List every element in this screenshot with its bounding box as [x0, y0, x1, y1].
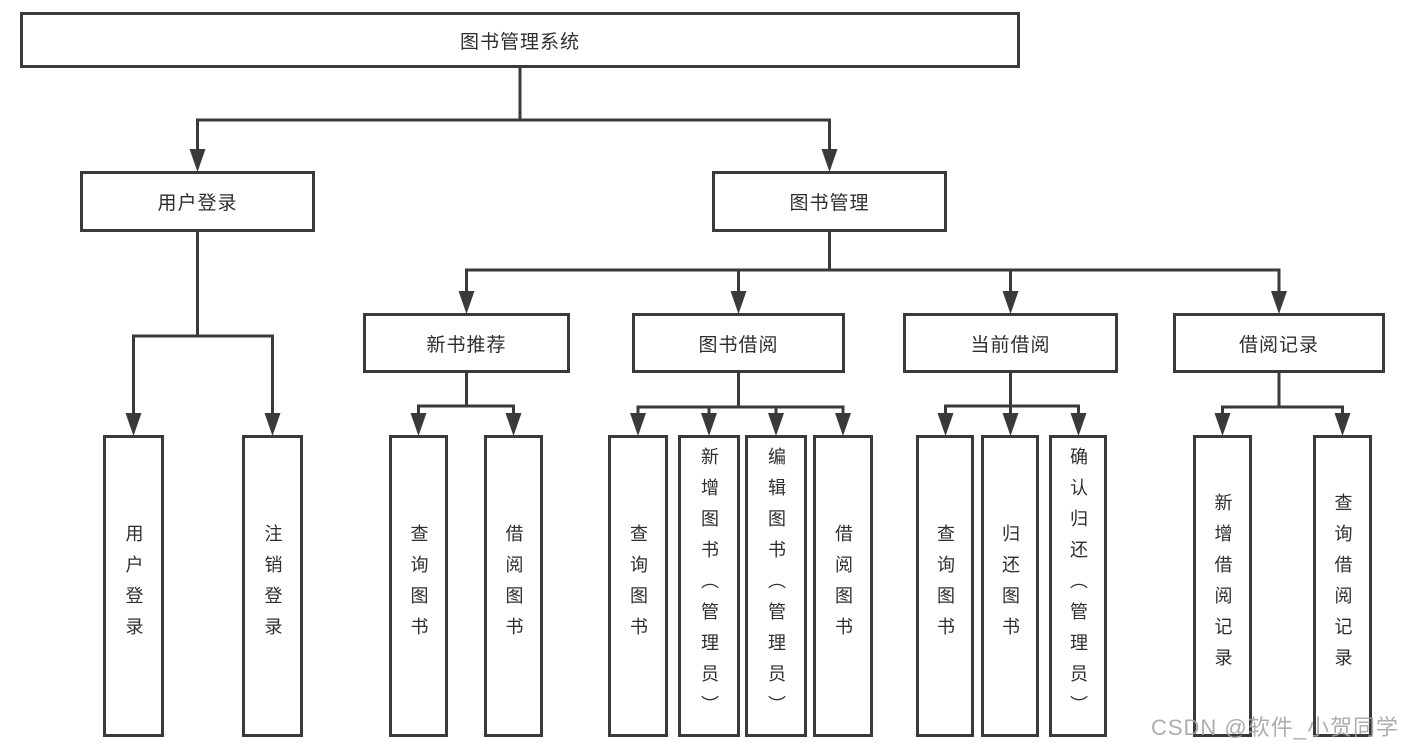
arrowhead: [730, 291, 747, 314]
arrowhead: [458, 291, 475, 314]
leaf-borrow-borrow-books: 借阅图书: [813, 435, 873, 737]
node-user-login: 用户登录: [80, 171, 315, 232]
leaf-borrow-query-books: 查询图书: [608, 435, 668, 737]
leaf-current-confirm-return-admin: 确认归还（管理员）: [1049, 435, 1107, 737]
arrowhead: [1002, 413, 1019, 436]
leaf-logout: 注销登录: [242, 435, 303, 737]
node-book-management: 图书管理: [712, 171, 947, 232]
csdn-watermark: CSDN @软件_小贺同学: [1150, 715, 1399, 740]
arrowhead: [835, 413, 851, 436]
node-root-system: 图书管理系统: [20, 12, 1020, 68]
leaf-records-add-record: 新增借阅记录: [1193, 435, 1252, 737]
connector-new-book-rec-children: [410, 371, 522, 436]
arrowhead: [189, 149, 206, 172]
node-book-borrowing: 图书借阅: [632, 313, 845, 373]
arrowhead: [1070, 413, 1087, 436]
leaf-borrow-add-books-admin: 新增图书（管理员）: [678, 435, 740, 737]
connector-user-login-children: [125, 230, 281, 436]
arrowhead: [410, 413, 427, 436]
arrowhead: [701, 413, 717, 436]
leaf-borrow-edit-books-admin: 编辑图书（管理员）: [745, 435, 807, 737]
arrowhead: [125, 413, 142, 436]
arrowhead: [264, 413, 281, 436]
arrowhead: [937, 413, 954, 436]
arrowhead: [821, 149, 838, 172]
arrowhead: [630, 413, 646, 436]
arrowhead: [768, 413, 784, 436]
connector-book-borrow-children: [630, 371, 851, 436]
leaf-rec-borrow-books: 借阅图书: [484, 435, 543, 737]
arrowhead: [1334, 413, 1351, 436]
node-borrowing-records: 借阅记录: [1173, 313, 1385, 373]
leaf-user-login: 用户登录: [103, 435, 164, 737]
node-current-borrowing: 当前借阅: [903, 313, 1118, 373]
arrowhead: [1271, 291, 1287, 314]
leaf-rec-query-books: 查询图书: [389, 435, 448, 737]
leaf-current-query-books: 查询图书: [916, 435, 974, 737]
connector-borrow-records-children: [1214, 371, 1351, 436]
connector-root-to-level2: [189, 66, 838, 172]
arrowhead: [505, 413, 522, 436]
leaf-current-return-books: 归还图书: [981, 435, 1039, 737]
node-new-book-recommendation: 新书推荐: [363, 313, 570, 373]
leaf-records-query-record: 查询借阅记录: [1313, 435, 1372, 737]
connector-current-borrow-children: [937, 371, 1087, 436]
arrowhead: [1214, 413, 1231, 436]
arrowhead: [1002, 291, 1019, 314]
connector-book-management-children: [458, 230, 1287, 314]
